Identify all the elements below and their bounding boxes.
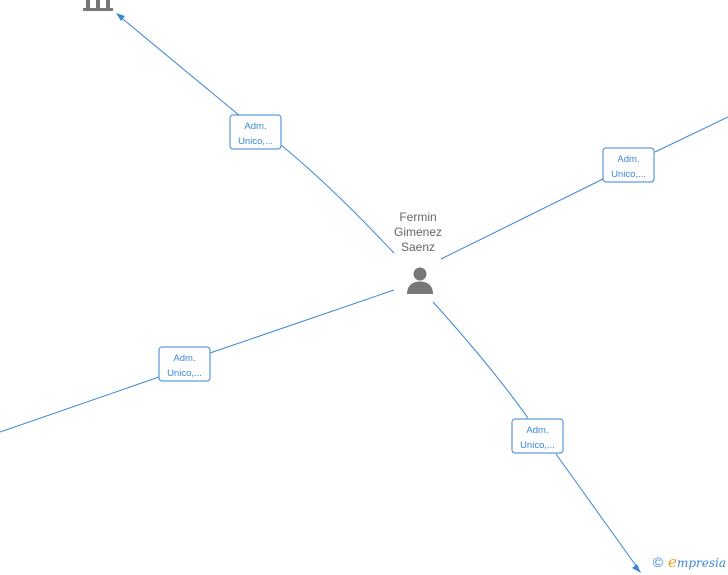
edge-top-right [440, 116, 728, 260]
person-name-line: Fermin [399, 210, 437, 224]
brand-logo[interactable]: empresia [668, 553, 726, 571]
role-box-bottom-right[interactable]: Adm. Unico,... [511, 418, 564, 454]
person-name-line: Saenz [400, 240, 436, 254]
brand-initial: e [668, 553, 677, 571]
person-name[interactable]: Fermin Gimenez Saenz [378, 210, 458, 255]
role-label-line1: Adm. [244, 121, 266, 132]
edge-left [0, 289, 395, 433]
role-label-line2: Unico,... [167, 368, 202, 379]
brand-name: mpresia [676, 556, 726, 570]
edge-top-left [116, 13, 395, 254]
arrowhead-bottom-right [632, 564, 641, 573]
arrowhead-top-left [116, 13, 125, 21]
copyright-icon: © [652, 554, 664, 570]
role-label-line1: Adm. [617, 154, 639, 165]
role-label-line2: Unico,... [520, 440, 555, 451]
footer-brand: © empresia [653, 553, 726, 571]
role-label-line2: Unico,... [611, 169, 646, 180]
person-icon[interactable] [405, 265, 435, 295]
role-label-line2: Unico,... [238, 136, 273, 147]
role-label-line1: Adm. [526, 425, 548, 436]
role-label-line1: Adm. [173, 353, 195, 364]
role-box-top-left[interactable]: Adm. Unico,... [229, 114, 282, 150]
role-box-top-right[interactable]: Adm. Unico,... [602, 147, 655, 183]
role-box-left[interactable]: Adm. Unico,... [158, 346, 211, 382]
building-icon[interactable] [82, 0, 114, 12]
edge-bottom-right [432, 301, 641, 573]
person-name-line: Gimenez [393, 225, 443, 239]
